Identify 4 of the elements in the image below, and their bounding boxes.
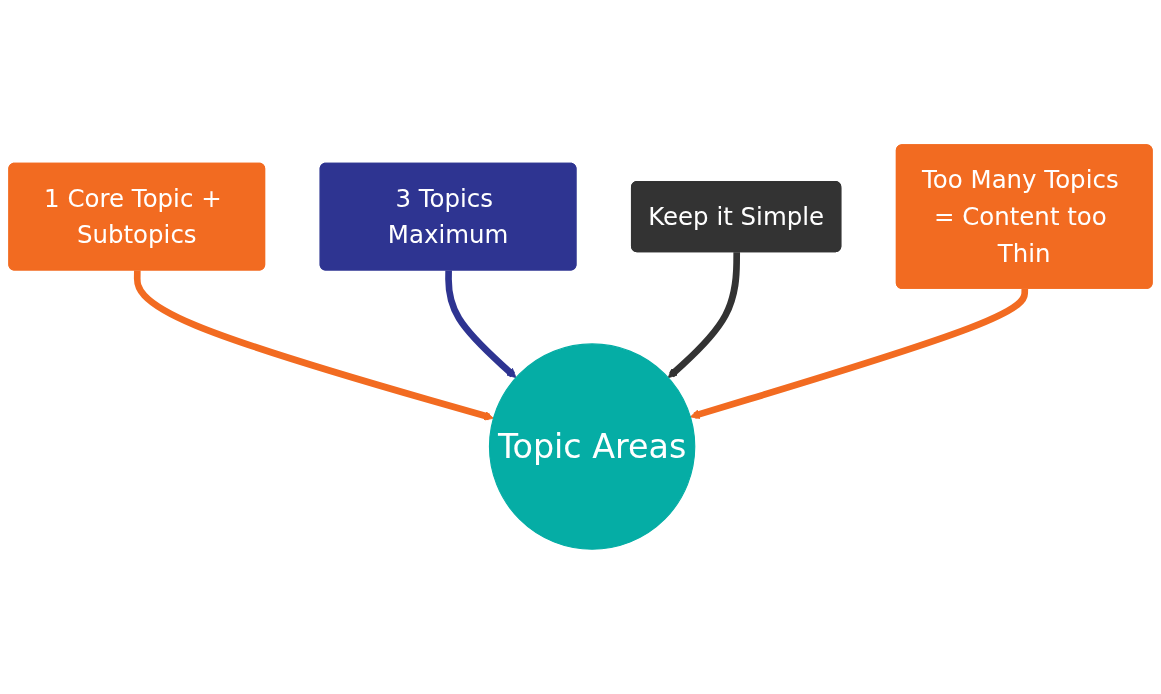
arrow bbox=[445, 270, 517, 379]
arrow bbox=[689, 288, 1029, 419]
arrow bbox=[667, 252, 741, 379]
node-circle: Topic Areas bbox=[488, 343, 696, 550]
